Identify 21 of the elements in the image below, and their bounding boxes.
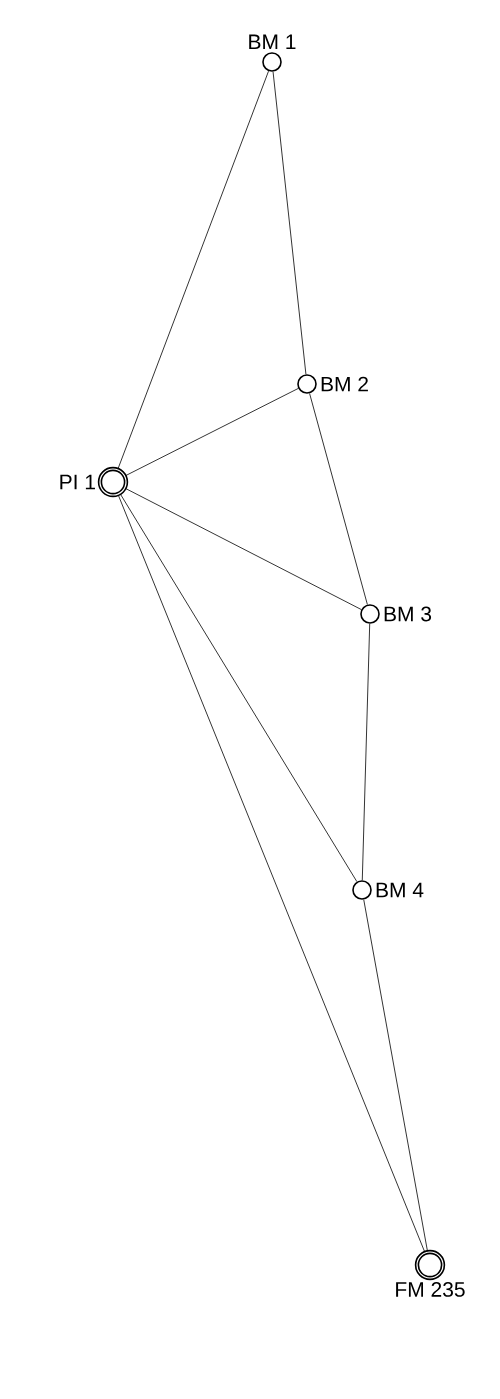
survey-station: FM 235 [396,1249,465,1297]
node-label: FM 235 [396,1282,465,1297]
survey-station: BM 4 [352,880,424,900]
survey-line [272,71,307,375]
survey-line [117,494,426,1253]
survey-line [124,388,299,477]
survey-station: BM 1 [249,34,296,72]
survey-line [309,393,368,605]
survey-line [124,487,362,610]
survey-line [363,899,428,1252]
node-label: BM 3 [384,606,432,622]
survey-station: BM 2 [297,374,368,394]
node-label: BM 1 [249,34,296,50]
survey-line [361,623,371,881]
survey-station: BM 3 [360,604,432,624]
survey-station: PI 1 [60,466,129,498]
survey-line [117,70,269,470]
node-label: PI 1 [60,474,95,490]
survey-line [119,493,358,883]
node-label: BM 4 [376,882,424,898]
node-label: BM 2 [321,376,368,392]
